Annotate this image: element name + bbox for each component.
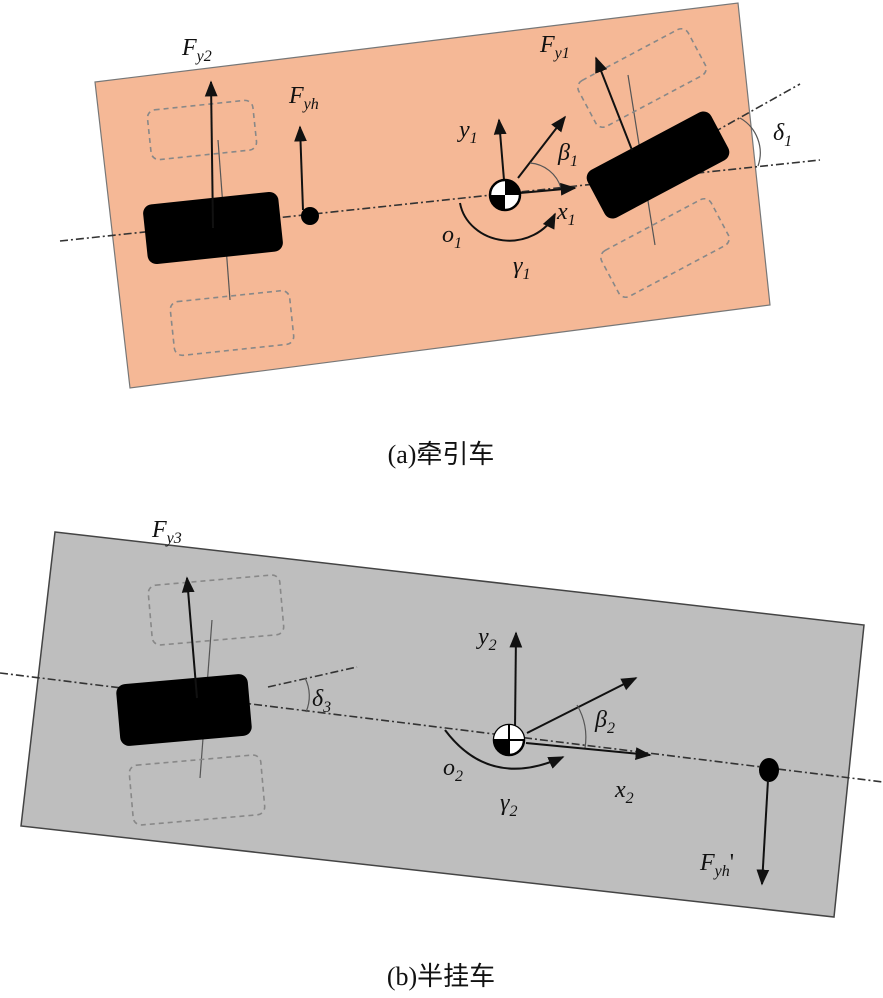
front-wheel-upper-dashed	[577, 27, 707, 129]
o1-label: o1	[442, 222, 462, 252]
fy3-label: Fy3	[151, 517, 182, 547]
trailer-caption: (b)半挂车	[387, 962, 495, 991]
fyh-prime-label: Fyh'	[699, 850, 734, 880]
rear-wheel-upper-dashed	[146, 99, 258, 161]
delta3-arc	[304, 677, 310, 713]
trailer-diagram: Fy3 δ3 y2 β2 x2 o2 γ2 Fyh'	[0, 517, 883, 918]
fy2-arrow	[204, 80, 218, 229]
front-wheel	[586, 111, 730, 219]
fyh-prime-arrow	[756, 779, 770, 886]
tractor-caption: (a)牵引车	[388, 440, 495, 469]
y1-label: y1	[457, 117, 478, 147]
gamma1-label: γ1	[513, 253, 530, 283]
gamma1-arc-arrow	[459, 202, 556, 242]
trailer-wheel-upper-dashed	[147, 574, 285, 646]
delta3-label: δ3	[312, 686, 331, 716]
fyh-label: Fyh	[288, 83, 319, 113]
fy1-arrow	[595, 56, 633, 151]
trailer-wheel	[116, 674, 252, 746]
kingpin-point	[759, 758, 779, 782]
beta1-arc	[529, 162, 562, 189]
gamma2-arc-arrow	[444, 729, 565, 770]
trailer-wheel-lower-dashed	[128, 754, 266, 826]
trailer-body	[20, 531, 865, 918]
delta1-label: δ1	[773, 120, 792, 150]
tractor-body	[94, 2, 771, 389]
delta1-arc	[739, 117, 761, 167]
fy2-label: Fy2	[181, 35, 212, 65]
x1-axis-arrow	[519, 182, 577, 196]
beta2-label: β2	[594, 707, 615, 737]
front-wheel-lower-dashed	[600, 197, 730, 299]
fy3-arrow	[181, 576, 198, 699]
x1-label: x1	[556, 199, 576, 229]
velocity-arrow	[517, 115, 566, 179]
x2-axis-arrow	[525, 742, 652, 760]
rear-wheel-lower-dashed	[169, 289, 295, 357]
trailer-center-of-gravity-icon	[492, 723, 526, 757]
center-of-gravity-icon	[488, 178, 522, 212]
y2-axis-arrow	[509, 631, 523, 731]
gamma2-label: γ2	[500, 790, 517, 820]
beta2-arc	[576, 704, 587, 749]
delta3-reference-line	[267, 666, 358, 688]
hitch-point	[301, 207, 319, 225]
beta1-label: β1	[557, 140, 578, 170]
trailer-velocity-arrow	[526, 677, 638, 734]
y2-label: y2	[476, 624, 497, 654]
tractor-diagram: Fy2 Fyh y1 β1 x1 o1 γ1 Fy1 δ1	[59, 2, 821, 389]
o2-label: o2	[443, 755, 463, 785]
fyh-arrow	[294, 125, 307, 211]
x2-label: x2	[614, 777, 634, 807]
fy1-label: Fy1	[539, 32, 570, 62]
